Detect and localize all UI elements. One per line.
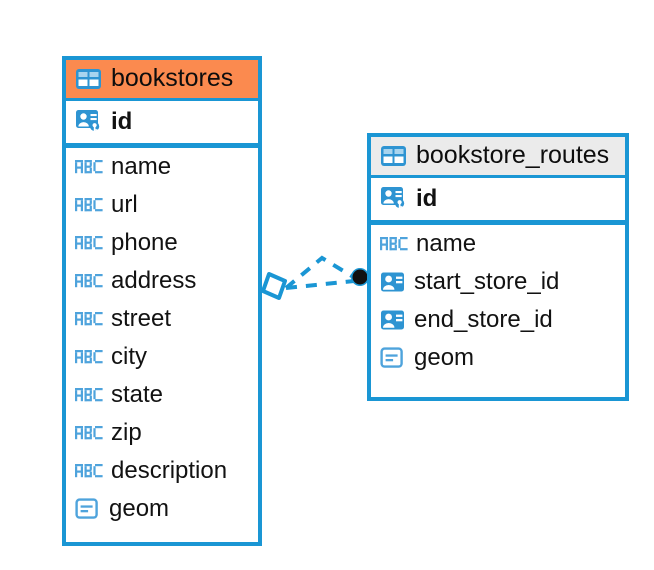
text-abc-icon bbox=[75, 274, 103, 288]
field-row-description[interactable]: description bbox=[66, 452, 258, 490]
entity-bookstores-header[interactable]: bookstores bbox=[66, 60, 258, 98]
field-row-street[interactable]: street bbox=[66, 300, 258, 338]
field-row-zip[interactable]: zip bbox=[66, 414, 258, 452]
geometry-icon bbox=[75, 498, 98, 519]
field-name-geom: geom bbox=[109, 495, 170, 522]
field-row-id[interactable]: id bbox=[371, 178, 625, 220]
field-row-start-store-id[interactable]: start_store_id bbox=[371, 263, 625, 301]
header-separator bbox=[66, 98, 258, 101]
field-row-address[interactable]: address bbox=[66, 262, 258, 300]
field-row-geom[interactable]: geom bbox=[371, 339, 625, 377]
field-name-name: name bbox=[111, 153, 172, 180]
field-name-id: id bbox=[416, 185, 438, 212]
field-name-end-store-id: end_store_id bbox=[414, 306, 553, 333]
text-abc-icon bbox=[75, 464, 103, 478]
field-name-zip: zip bbox=[111, 419, 142, 446]
text-abc-icon bbox=[75, 160, 103, 174]
field-row-url[interactable]: url bbox=[66, 186, 258, 224]
relationship-line-lower bbox=[285, 279, 355, 290]
diamond-endpoint-icon bbox=[261, 272, 287, 300]
field-name-description: description bbox=[111, 457, 228, 484]
field-name-geom: geom bbox=[414, 344, 475, 371]
text-abc-icon bbox=[75, 426, 103, 440]
relationship-line-upper bbox=[284, 255, 357, 290]
field-name-address: address bbox=[111, 267, 197, 294]
foreign-key-icon bbox=[381, 310, 404, 330]
entity-bookstore-routes[interactable]: bookstore_routes id bbox=[367, 133, 629, 401]
entity-bookstores-fields: name url bbox=[66, 148, 258, 528]
table-icon bbox=[76, 68, 101, 89]
field-name-city: city bbox=[111, 343, 147, 370]
field-name-url: url bbox=[111, 191, 138, 218]
geometry-icon bbox=[380, 347, 403, 368]
text-abc-icon bbox=[75, 198, 103, 212]
primary-key-icon bbox=[76, 110, 100, 133]
text-abc-icon bbox=[75, 312, 103, 326]
header-separator bbox=[371, 175, 625, 178]
field-row-phone[interactable]: phone bbox=[66, 224, 258, 262]
field-name-state: state bbox=[111, 381, 164, 408]
field-row-city[interactable]: city bbox=[66, 338, 258, 376]
field-row-state[interactable]: state bbox=[66, 376, 258, 414]
primary-key-icon bbox=[381, 187, 405, 210]
table-icon bbox=[381, 145, 406, 166]
field-name-start-store-id: start_store_id bbox=[414, 268, 560, 295]
field-row-geom[interactable]: geom bbox=[66, 490, 258, 528]
entity-bookstore-routes-title: bookstore_routes bbox=[416, 141, 610, 169]
field-row-end-store-id[interactable]: end_store_id bbox=[371, 301, 625, 339]
text-abc-icon bbox=[75, 350, 103, 364]
field-name-street: street bbox=[111, 305, 172, 332]
field-name-name: name bbox=[416, 230, 477, 257]
field-row-name[interactable]: name bbox=[66, 148, 258, 186]
text-abc-icon bbox=[75, 236, 103, 250]
entity-bookstore-routes-header[interactable]: bookstore_routes bbox=[371, 137, 625, 175]
entity-bookstore-routes-fields: name start_store_id bbox=[371, 225, 625, 377]
foreign-key-icon bbox=[381, 272, 404, 292]
field-name-id: id bbox=[111, 108, 133, 135]
entity-bookstores[interactable]: bookstores id bbox=[62, 56, 262, 546]
primary-key-separator bbox=[66, 143, 258, 148]
entity-bookstores-title: bookstores bbox=[111, 64, 234, 92]
field-row-id[interactable]: id bbox=[66, 101, 258, 143]
primary-key-separator bbox=[371, 220, 625, 225]
text-abc-icon bbox=[75, 388, 103, 402]
field-row-name[interactable]: name bbox=[371, 225, 625, 263]
text-abc-icon bbox=[380, 237, 408, 251]
field-name-phone: phone bbox=[111, 229, 178, 256]
